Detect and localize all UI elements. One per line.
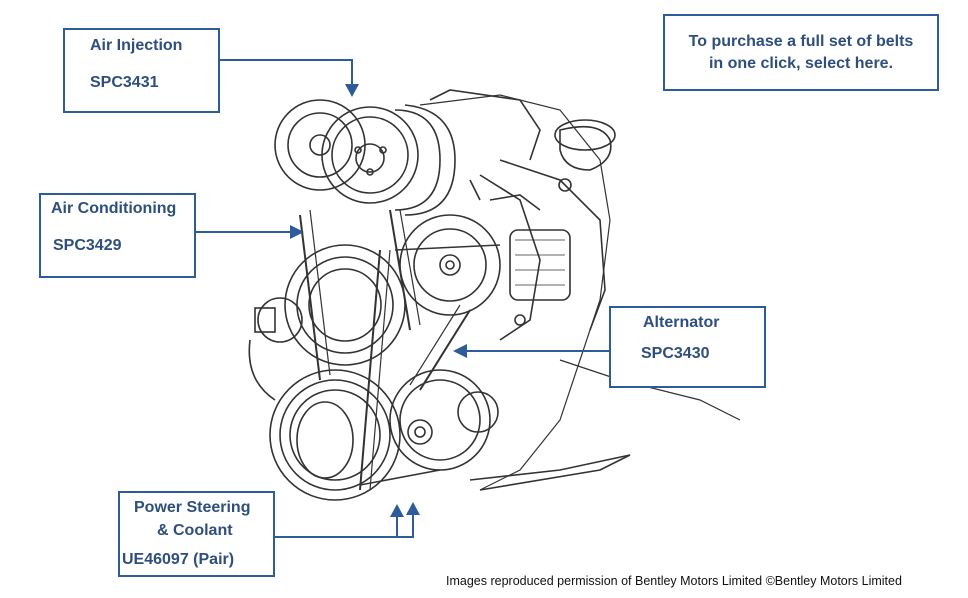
alternator-box [609,306,766,388]
air-conditioning-title: Air Conditioning [51,200,177,217]
air-conditioning-arrow [196,225,304,239]
alternator-part: SPC3430 [641,345,710,362]
purchase-line2: in one click, select here. [708,54,894,72]
air-injection-part: SPC3431 [90,74,159,91]
air-conditioning-box [39,193,196,278]
air-conditioning-part: SPC3429 [53,237,122,254]
image-credit: Images reproduced permission of Bentley … [446,574,902,588]
purchase-line1: To purchase a full set of belts [688,32,914,50]
air-injection-title: Air Injection [90,37,183,54]
purchase-full-set-button[interactable]: To purchase a full set of belts in one c… [663,14,939,91]
power-steering-title-line1: Power Steering [134,499,251,516]
air-injection-box [63,28,220,113]
alternator-title: Alternator [643,314,720,331]
power-steering-box [118,491,275,577]
crank-pulley [269,369,401,501]
power-steering-title-line2: & Coolant [157,522,233,539]
alternator-arrow [453,344,609,358]
air-injection-arrow [220,59,359,97]
power-steering-part: UE46097 (Pair) [122,551,235,568]
engine-drawing [248,89,741,501]
air-injection-pulley-right [321,106,419,204]
power-steering-arrow [275,502,420,538]
